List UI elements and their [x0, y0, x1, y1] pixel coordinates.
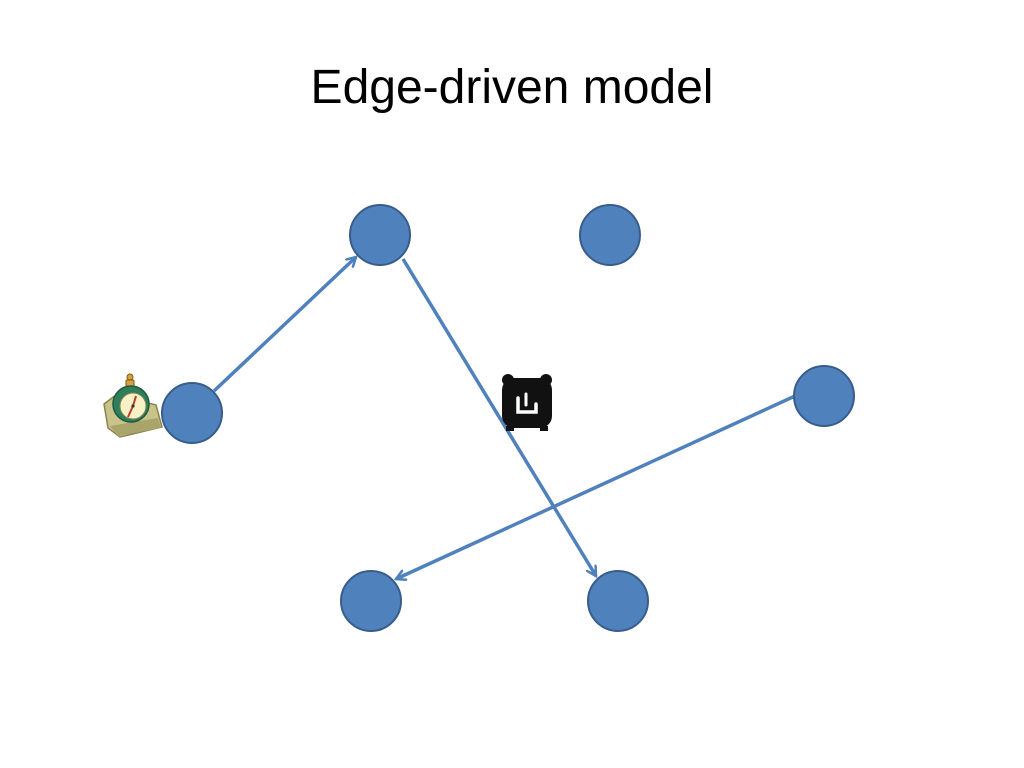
edge-mid-left-to-top-left	[212, 257, 356, 393]
node-top-right	[579, 204, 641, 266]
node-bottom-right	[587, 570, 649, 632]
node-bottom-left	[340, 570, 402, 632]
alarm-clock-icon	[502, 374, 552, 431]
node-mid-left	[161, 382, 223, 444]
node-mid-right	[793, 365, 855, 427]
stopwatch-clock-icon	[103, 373, 163, 438]
edge-top-left-to-bottom-right	[401, 258, 598, 576]
node-top-left	[349, 204, 411, 266]
slide-title: Edge-driven model	[310, 61, 714, 114]
edge-mid-right-to-bottom-left	[396, 394, 796, 579]
